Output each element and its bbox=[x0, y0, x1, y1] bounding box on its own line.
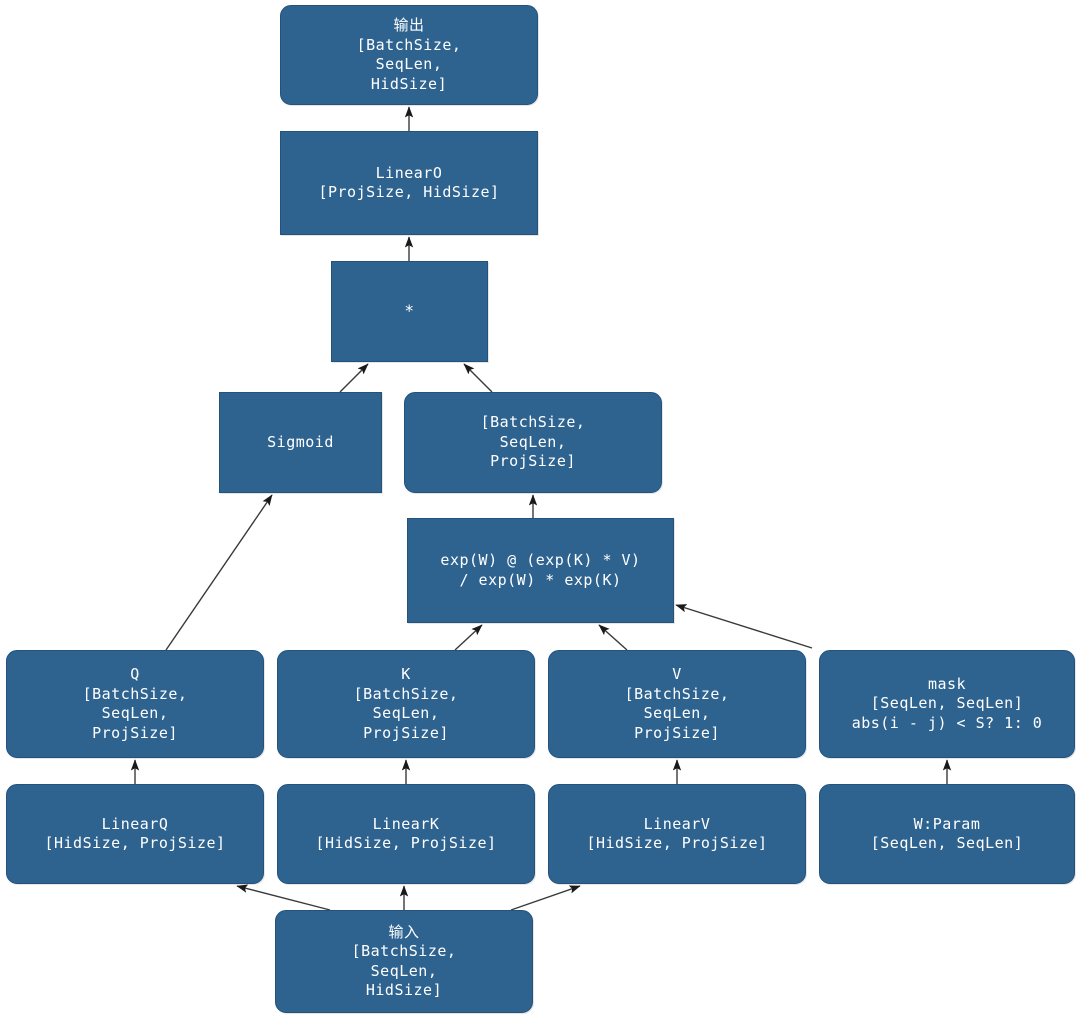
edge-q-to-sigmoid bbox=[165, 494, 273, 651]
attention-formula-node: exp(W) @ (exp(K) * V) / exp(W) * exp(K) bbox=[407, 518, 674, 623]
multiply-node: * bbox=[331, 261, 488, 362]
linear-k-node: LinearK [HidSize, ProjSize] bbox=[277, 784, 535, 884]
sigmoid-node: Sigmoid bbox=[219, 392, 382, 493]
linear-v-node: LinearV [HidSize, ProjSize] bbox=[548, 784, 806, 884]
edge-mask-to-formula bbox=[675, 604, 813, 649]
edge-input-to-linearQ bbox=[236, 884, 331, 911]
linear-q-node: LinearQ [HidSize, ProjSize] bbox=[6, 784, 264, 884]
v-node: V [BatchSize, SeqLen, ProjSize] bbox=[548, 650, 806, 758]
edge-shape-to-mul bbox=[463, 363, 493, 393]
k-node: K [BatchSize, SeqLen, ProjSize] bbox=[277, 650, 535, 758]
mask-node: mask [SeqLen, SeqLen] abs(i - j) < S? 1:… bbox=[819, 650, 1075, 758]
q-node: Q [BatchSize, SeqLen, ProjSize] bbox=[6, 650, 264, 758]
linear-o-node: LinearO [ProjSize, HidSize] bbox=[280, 131, 538, 235]
edge-input-to-linearV bbox=[510, 885, 581, 911]
edge-k-to-formula bbox=[454, 624, 483, 651]
w-param-node: W:Param [SeqLen, SeqLen] bbox=[819, 784, 1075, 884]
output-node: 输出 [BatchSize, SeqLen, HidSize] bbox=[280, 5, 538, 105]
edge-sigmoid-to-mul bbox=[339, 363, 369, 393]
edge-v-to-formula bbox=[598, 624, 628, 651]
shape-batchsize-seqlen-projsize-node: [BatchSize, SeqLen, ProjSize] bbox=[404, 392, 662, 493]
input-node: 输入 [BatchSize, SeqLen, HidSize] bbox=[275, 910, 533, 1013]
